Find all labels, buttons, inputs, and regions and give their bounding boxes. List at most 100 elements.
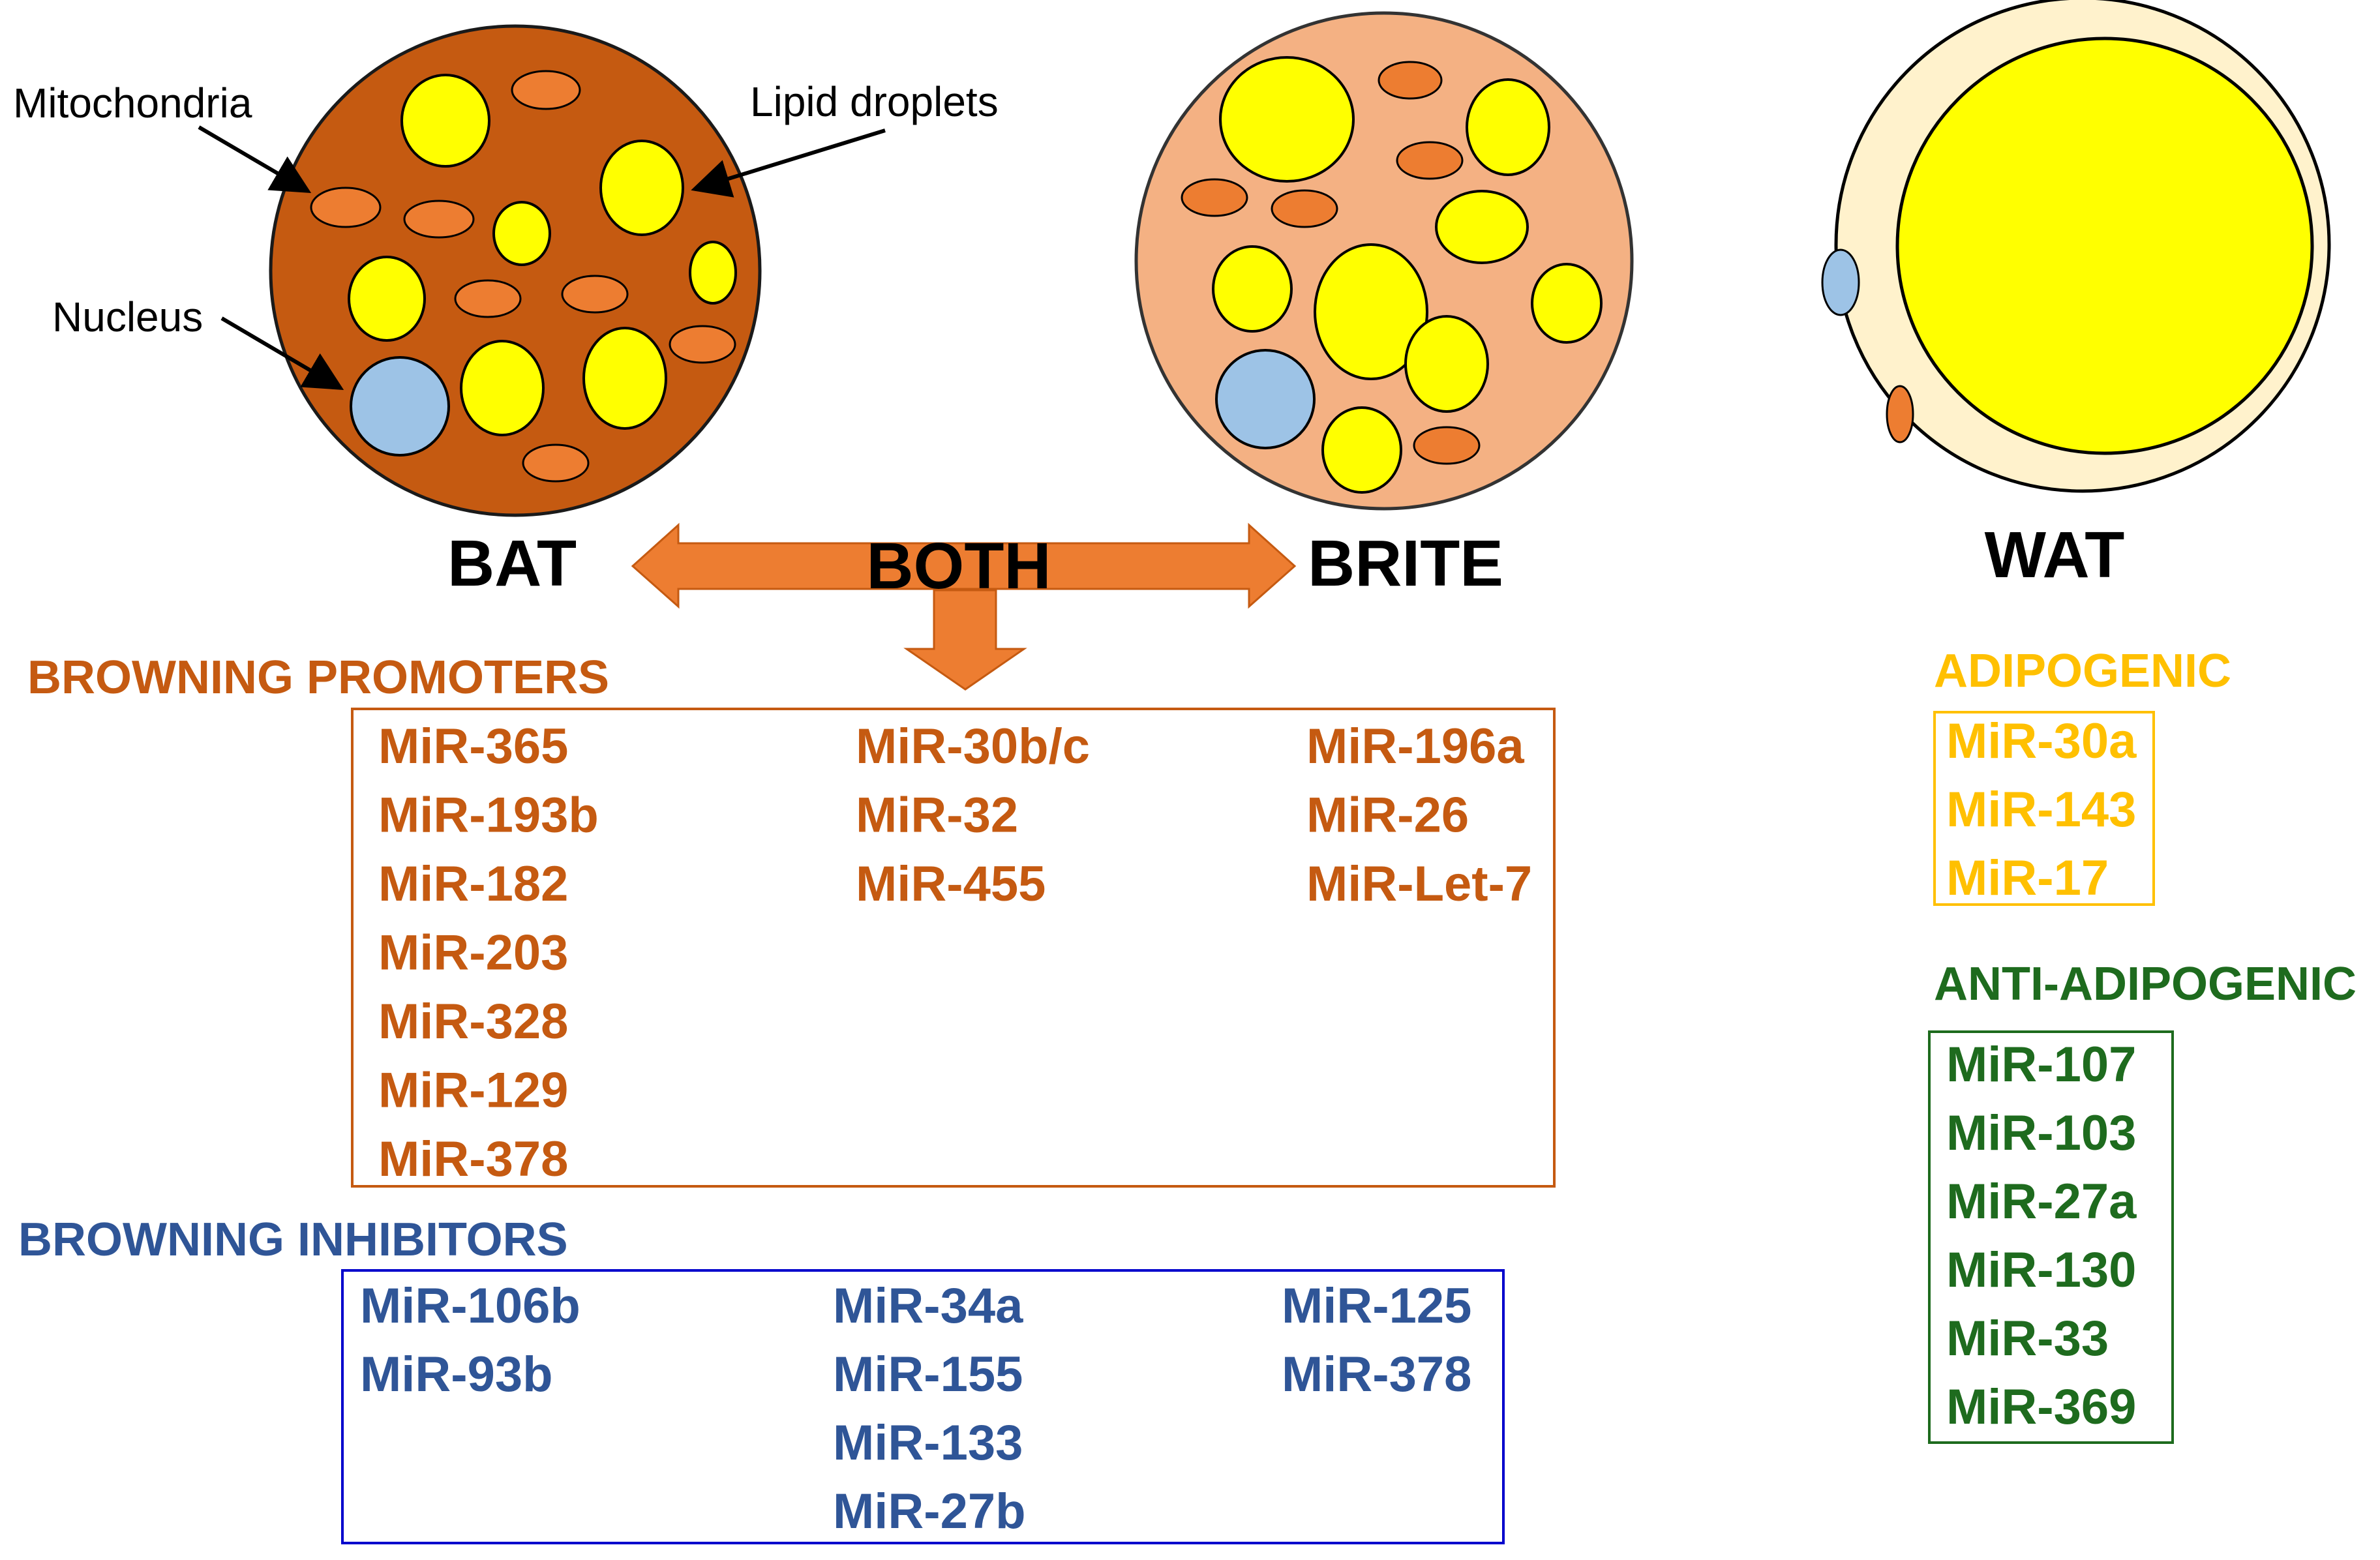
mirna-label: MiR-203 xyxy=(378,925,568,981)
mirna-label: MiR-369 xyxy=(1946,1379,2136,1435)
mirna-label: MiR-455 xyxy=(856,856,1046,912)
callout-nucleus: Nucleus xyxy=(52,293,203,340)
mirna-label: MiR-103 xyxy=(1946,1105,2136,1161)
mirna-label: MiR-32 xyxy=(856,788,1018,843)
mirna-label: MiR-125 xyxy=(1282,1278,1471,1334)
lipid-droplet-icon xyxy=(348,256,426,342)
promoters-column-1: MiR-365MiR-193bMiR-182MiR-203MiR-328MiR-… xyxy=(378,719,599,1187)
mitochondrion-icon xyxy=(522,443,590,483)
lipid-droplet-icon xyxy=(1321,406,1402,494)
down-arrow-icon xyxy=(903,589,1027,691)
both-arrow-shape xyxy=(631,522,1297,609)
callout-nucleus-arrow xyxy=(220,316,344,391)
adipogenic-title: ADIPOGENIC xyxy=(1934,645,2231,697)
lipid-droplet-icon xyxy=(689,241,737,305)
lipid-droplet-icon xyxy=(1404,315,1489,413)
callout-lipid-droplets: Lipid droplets xyxy=(750,78,999,125)
nucleus-icon xyxy=(1821,248,1860,316)
lipid-droplet-icon xyxy=(400,74,490,168)
browning-inhibitors-box xyxy=(341,1269,1505,1544)
mitochondrion-icon xyxy=(310,187,382,228)
mitochondrion-icon xyxy=(1396,141,1464,180)
mirna-label: MiR-143 xyxy=(1946,782,2136,837)
browning-promoters-box xyxy=(351,708,1556,1188)
wat-cell-icon xyxy=(1821,0,2331,493)
browning-promoters-title: BROWNING PROMOTERS xyxy=(27,652,609,704)
mitochondrion-icon xyxy=(1886,385,1914,443)
mitochondrion-icon xyxy=(454,279,522,318)
lipid-droplet-icon xyxy=(599,140,684,236)
mirna-label: MiR-365 xyxy=(378,719,568,774)
lipid-droplet-icon xyxy=(492,201,551,266)
mirna-label: MiR-378 xyxy=(1282,1347,1471,1402)
bat-label: BAT xyxy=(447,527,577,600)
mirna-label: MiR-26 xyxy=(1306,788,1469,843)
bat-cell-icon xyxy=(269,24,762,517)
mirna-label: MiR-193b xyxy=(378,788,599,843)
mirna-label: MiR-33 xyxy=(1946,1311,2109,1366)
lipid-droplet-icon xyxy=(1466,78,1550,176)
wat-label: WAT xyxy=(1985,518,2125,592)
mirna-label: MiR-Let-7 xyxy=(1306,856,1532,912)
lipid-droplet-icon xyxy=(582,327,667,430)
mirna-label: MiR-129 xyxy=(378,1063,568,1118)
brite-lipid-droplets xyxy=(1212,56,1603,494)
callout-mitochondria-arrow xyxy=(198,125,312,194)
anti-adipogenic-group: ANTI-ADIPOGENIC MiR-107MiR-103MiR-27aMiR… xyxy=(1928,958,2357,1444)
anti-adipogenic-title: ANTI-ADIPOGENIC xyxy=(1934,958,2357,1010)
lipid-droplet-icon xyxy=(1212,245,1293,333)
anti-adipogenic-box xyxy=(1928,1030,2174,1444)
mirna-label: MiR-106b xyxy=(360,1278,580,1334)
lipid-droplet-icon xyxy=(1435,190,1529,264)
mitochondrion-icon xyxy=(403,200,475,239)
mirna-label: MiR-27a xyxy=(1946,1174,2137,1229)
mirna-label: MiR-30b/c xyxy=(856,719,1090,774)
mirna-label: MiR-155 xyxy=(833,1347,1023,1402)
browning-inhibitors-title: BROWNING INHIBITORS xyxy=(18,1214,568,1266)
mirna-label: MiR-130 xyxy=(1946,1242,2136,1298)
mirna-label: MiR-93b xyxy=(360,1347,553,1402)
mirna-label: MiR-34a xyxy=(833,1278,1023,1334)
mitochondrion-icon xyxy=(669,325,736,364)
lipid-droplet-icon xyxy=(1219,56,1355,183)
callout-lipid-droplets-arrow xyxy=(691,128,886,198)
wat-lipid-droplet xyxy=(1895,37,2314,455)
mirna-label: MiR-196a xyxy=(1306,719,1524,774)
mitochondrion-icon xyxy=(561,275,629,314)
mirna-label: MiR-378 xyxy=(378,1132,568,1187)
mirna-label: MiR-17 xyxy=(1946,850,2109,906)
mitochondrion-icon xyxy=(511,70,581,110)
mirna-label: MiR-30a xyxy=(1946,713,2137,769)
lipid-droplet-icon xyxy=(1314,243,1428,380)
adipogenic-box xyxy=(1933,711,2155,906)
mirna-label: MiR-133 xyxy=(833,1415,1023,1471)
mitochondrion-icon xyxy=(1378,61,1443,100)
nucleus-icon xyxy=(350,356,450,457)
nucleus-icon xyxy=(1215,349,1316,449)
mirna-label: MiR-182 xyxy=(378,856,568,912)
bat-mitochondria xyxy=(310,70,736,483)
bat-callouts: Mitochondria Lipid droplets Nucleus xyxy=(13,78,999,391)
browning-promoters-group: BROWNING PROMOTERS MiR-365MiR-193bMiR-18… xyxy=(27,652,1556,1188)
both-label: BOTH xyxy=(866,530,1051,603)
mirna-label: MiR-27b xyxy=(833,1484,1026,1539)
mitochondrion-icon xyxy=(1271,189,1338,228)
mitochondrion-icon xyxy=(1181,178,1248,217)
double-headed-arrow-icon xyxy=(631,522,1297,609)
anti-adipogenic-list: MiR-107MiR-103MiR-27aMiR-130MiR-33MiR-36… xyxy=(1946,1037,2137,1435)
down-arrow-shape xyxy=(903,589,1027,691)
brite-cell-icon xyxy=(1134,11,1634,511)
lipid-droplet-icon xyxy=(460,340,545,436)
mirna-label: MiR-328 xyxy=(378,994,568,1049)
bat-lipid-droplets xyxy=(348,74,737,436)
mirna-label: MiR-107 xyxy=(1946,1037,2136,1092)
